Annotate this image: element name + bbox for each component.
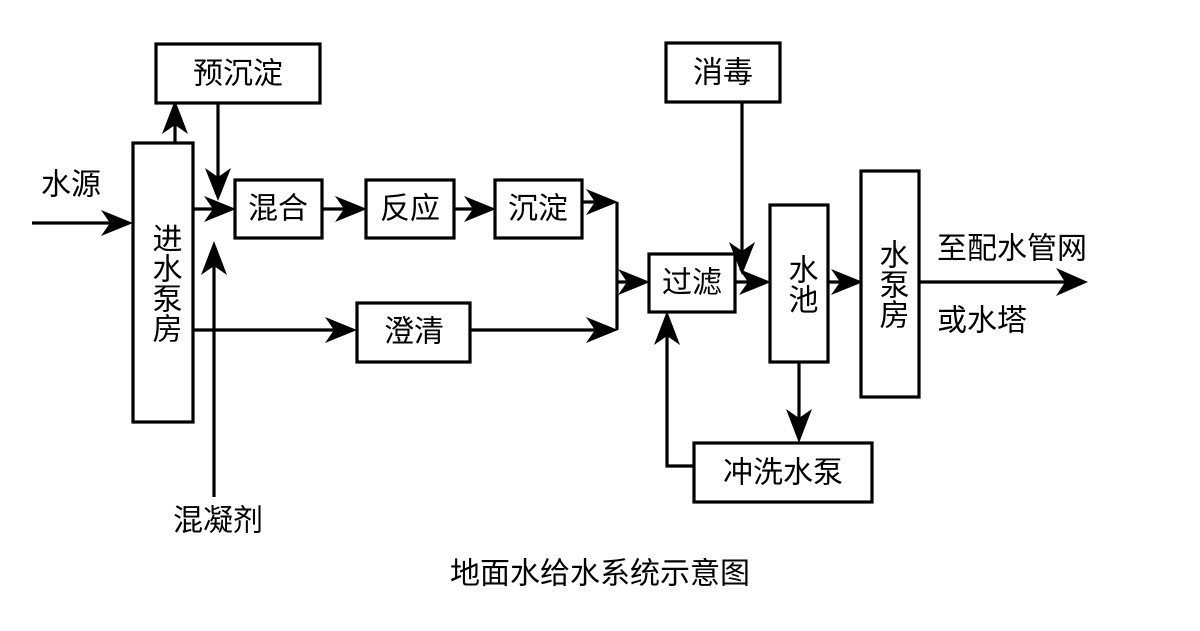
node-backwash-pump-label: 冲洗水泵 <box>723 456 843 491</box>
label-to-distribution-network: 至配水管网 <box>937 232 1087 267</box>
flow-backwash-pump-to-filtration <box>654 311 694 468</box>
flow-clear-water-tank-to-backwash-pump <box>786 362 812 443</box>
label-water-source: 水源 <box>41 168 101 203</box>
label-coagulant: 混凝剂 <box>173 504 263 539</box>
node-reaction-label: 反应 <box>380 192 440 227</box>
label-or-water-tower: 或水塔 <box>937 304 1027 339</box>
flow-intake-pump-house-to-pre-sedimentation <box>162 100 188 145</box>
node-clarification[interactable]: 澄清 <box>355 301 472 364</box>
node-mixing[interactable]: 混合 <box>233 178 324 240</box>
flow-clear-water-tank-to-water-pump-house <box>828 269 863 295</box>
flow-disinfection-to-filtration <box>729 102 755 275</box>
node-intake-pump-house[interactable]: 进水泵房 <box>131 141 195 424</box>
node-pre-sedimentation[interactable]: 预沉淀 <box>154 42 322 105</box>
node-water-pump-house-label: 水泵房 <box>874 239 910 329</box>
node-clear-water-tank-label: 水池 <box>783 254 818 314</box>
node-backwash-pump[interactable]: 冲洗水泵 <box>692 441 874 504</box>
node-intake-pump-house-label: 进水泵房 <box>147 223 183 343</box>
node-mixing-label: 混合 <box>248 192 308 227</box>
flow-filtration-to-clear-water-tank <box>735 269 771 295</box>
flow-water-pump-house-to-distribution <box>919 268 1088 296</box>
node-sedimentation[interactable]: 沉淀 <box>493 178 584 240</box>
node-sedimentation-label: 沉淀 <box>508 192 568 227</box>
node-clarification-label: 澄清 <box>384 315 444 350</box>
flow-sedimentation-to-collector <box>582 189 618 215</box>
node-disinfection[interactable]: 消毒 <box>664 41 782 104</box>
flow-intake-pump-house-to-mixing <box>193 196 236 222</box>
node-filtration[interactable]: 过滤 <box>647 252 737 314</box>
flow-coagulant-to-mixing <box>201 241 227 330</box>
node-disinfection-label: 消毒 <box>693 56 753 91</box>
flow-pre-sedimentation-to-mixing <box>205 102 231 201</box>
flow-water-source-to-intake-pump-house <box>32 210 133 236</box>
node-clear-water-tank[interactable]: 水池 <box>768 203 830 364</box>
diagram-caption: 地面水给水系统示意图 <box>450 557 750 592</box>
flow-collector-to-filtration <box>617 269 650 295</box>
node-reaction[interactable]: 反应 <box>364 178 456 240</box>
flow-mixing-to-reaction <box>322 196 367 222</box>
node-water-pump-house[interactable]: 水泵房 <box>859 169 921 399</box>
node-filtration-label: 过滤 <box>662 266 722 301</box>
flow-reaction-to-sedimentation <box>454 196 496 222</box>
flow-clarification-to-collector <box>470 317 618 343</box>
flow-intake-pump-house-to-clarification <box>193 317 357 343</box>
node-pre-sedimentation-label: 预沉淀 <box>193 57 283 92</box>
